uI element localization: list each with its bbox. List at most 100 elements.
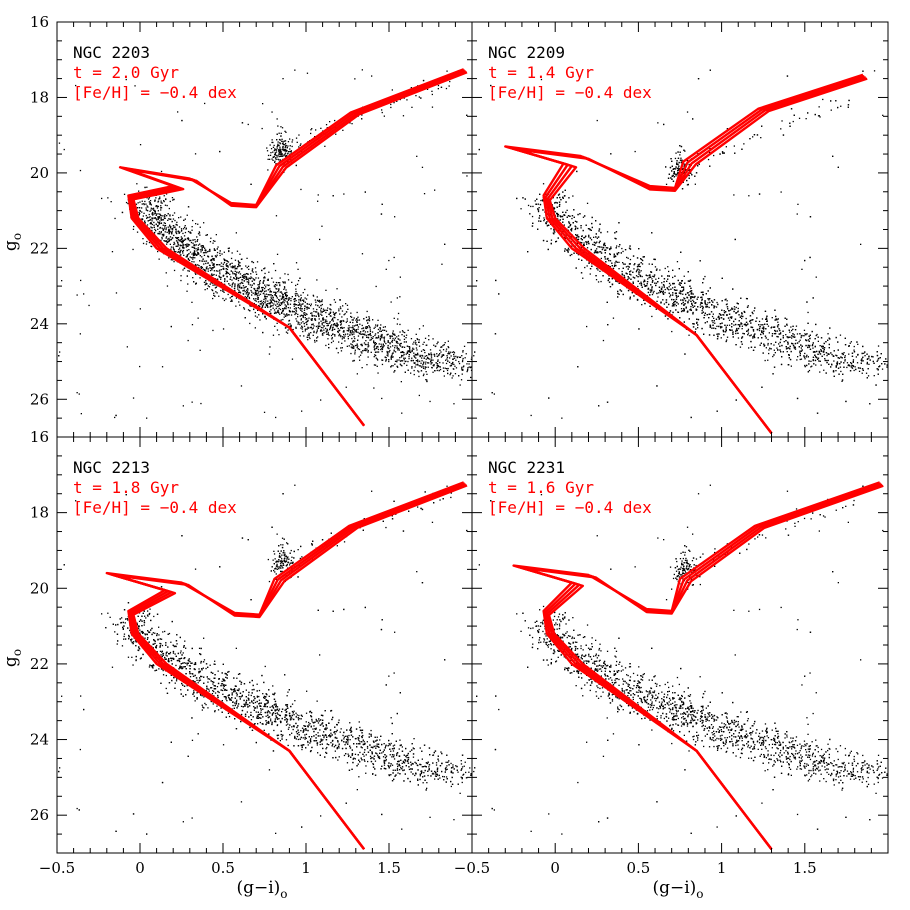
star-point (321, 322, 323, 324)
star-point (597, 246, 599, 248)
star-point (365, 340, 367, 342)
star-point (355, 319, 357, 321)
star-point (811, 365, 813, 367)
star-point (238, 265, 240, 267)
star-point (446, 368, 448, 370)
star-point (196, 253, 198, 255)
star-point (186, 249, 188, 252)
star-point (480, 359, 481, 360)
star-point (618, 293, 620, 295)
star-point (467, 367, 469, 369)
star-point (482, 361, 483, 362)
star-point (386, 352, 389, 354)
star-point (202, 245, 204, 247)
star-point (411, 106, 413, 108)
star-point (322, 318, 324, 320)
star-point (629, 263, 631, 265)
star-point (748, 347, 750, 349)
star-point (618, 261, 620, 263)
star-point (234, 286, 236, 288)
star-point (341, 326, 343, 328)
star-point (216, 292, 218, 294)
star-point (262, 304, 264, 306)
star-point (274, 160, 276, 162)
star-point (226, 268, 229, 271)
star-point (219, 250, 221, 252)
star-point (319, 238, 321, 241)
star-point (442, 344, 444, 347)
star-point (241, 258, 243, 260)
star-point (319, 325, 321, 327)
star-point (182, 252, 184, 254)
star-point (237, 266, 239, 268)
star-point (295, 290, 297, 293)
star-point (204, 284, 206, 286)
star-point (137, 202, 139, 204)
star-point (402, 331, 404, 333)
star-point (278, 298, 280, 301)
star-point (364, 331, 367, 333)
star-point (403, 341, 405, 343)
star-point (448, 351, 450, 353)
star-point (225, 259, 227, 262)
star-point (780, 128, 782, 130)
star-point (234, 266, 236, 268)
star-point (849, 342, 851, 344)
star-point (165, 228, 167, 231)
star-point (135, 203, 138, 205)
star-point (689, 291, 691, 293)
star-point (241, 268, 243, 270)
star-point (178, 231, 180, 233)
star-point (168, 207, 170, 210)
star-point (209, 241, 212, 243)
star-point (282, 282, 285, 284)
star-point (826, 359, 828, 362)
star-point (424, 366, 426, 368)
star-point (356, 346, 358, 349)
star-point (207, 262, 209, 264)
star-point (188, 259, 191, 261)
star-point (284, 282, 286, 284)
star-point (215, 274, 217, 276)
star-point (891, 373, 892, 374)
star-point (481, 356, 482, 357)
star-point (274, 325, 276, 327)
star-point (338, 308, 340, 310)
star-point (321, 314, 323, 316)
star-point (187, 245, 189, 247)
star-point (238, 285, 241, 287)
star-point (330, 341, 333, 344)
star-point (158, 231, 161, 233)
star-point (306, 313, 308, 316)
star-point (270, 301, 272, 303)
star-point (355, 331, 357, 333)
star-point (269, 303, 271, 305)
star-point (439, 361, 441, 364)
star-point (403, 97, 405, 99)
star-point (148, 241, 151, 244)
star-point (243, 289, 245, 291)
star-point (160, 202, 162, 204)
star-point (234, 290, 236, 292)
star-point (251, 280, 253, 282)
star-point (185, 228, 187, 230)
star-point (679, 292, 681, 294)
star-point (173, 249, 175, 251)
star-point (451, 377, 453, 379)
star-point (227, 293, 229, 296)
star-point (192, 239, 194, 241)
star-point (493, 364, 494, 365)
star-point (414, 343, 417, 345)
star-point (261, 305, 263, 307)
star-point (349, 122, 351, 124)
star-point (346, 304, 349, 306)
star-point (466, 369, 469, 371)
star-point (268, 353, 271, 355)
star-point (373, 345, 376, 347)
star-point (446, 356, 449, 359)
star-point (446, 355, 448, 357)
star-point (275, 149, 277, 151)
star-point (493, 393, 495, 395)
star-point (139, 308, 141, 310)
star-point (367, 351, 369, 353)
